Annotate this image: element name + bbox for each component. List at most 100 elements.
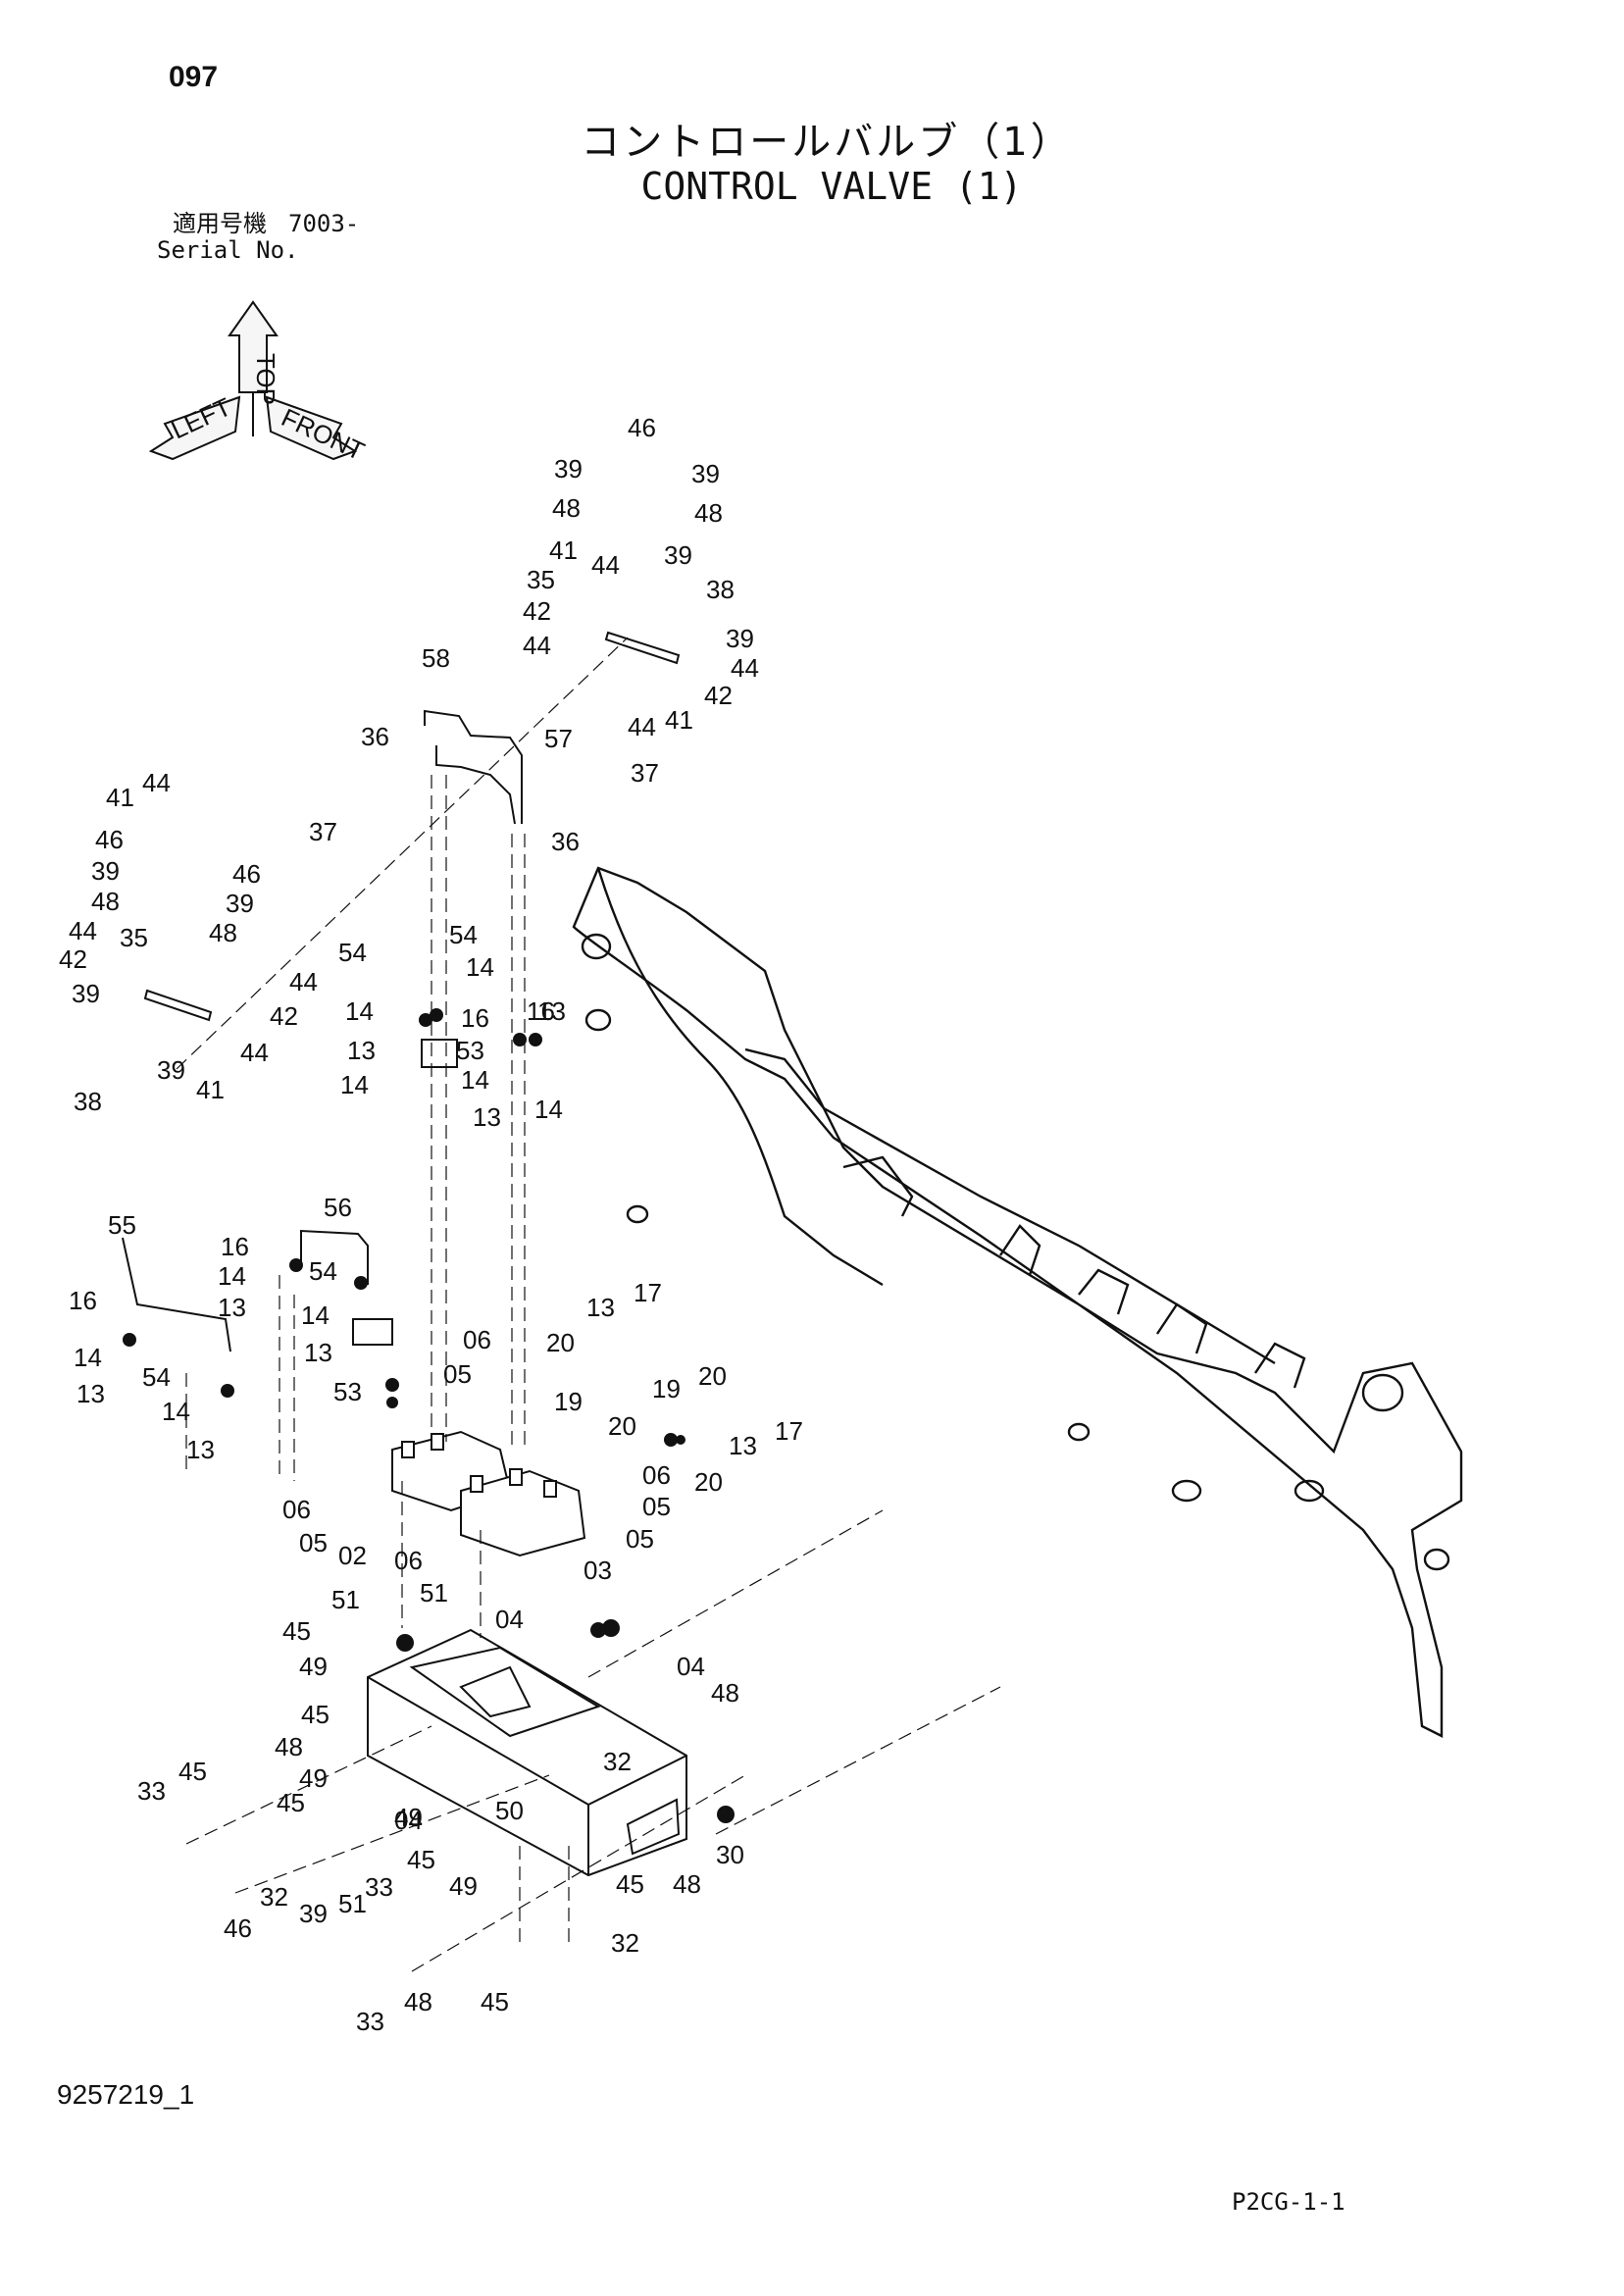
- callout-label: 16: [527, 996, 555, 1026]
- callout-label: 33: [137, 1776, 166, 1806]
- callout-label: 37: [631, 758, 659, 788]
- callout-label: 45: [481, 1987, 509, 2016]
- callout-label: 46: [224, 1913, 252, 1943]
- callout-label: 48: [275, 1732, 303, 1761]
- callout-label: 35: [120, 923, 148, 952]
- callout-label: 45: [282, 1616, 311, 1646]
- callout-label: 36: [361, 722, 389, 751]
- callout-label: 45: [277, 1788, 305, 1817]
- callout-label: 37: [309, 817, 337, 846]
- callout-label: 48: [404, 1987, 432, 2016]
- alignment-lines: [176, 637, 1001, 1972]
- callout-label: 39: [91, 856, 120, 886]
- orientation-icon: TOP FRONT LEFT: [148, 300, 369, 466]
- orientation-label-top: TOP: [251, 353, 280, 405]
- callout-label: 50: [495, 1796, 524, 1825]
- callout-label: 06: [282, 1495, 311, 1524]
- callout-label: 20: [608, 1411, 636, 1441]
- callout-label: 16: [69, 1286, 97, 1315]
- callout-label: 58: [422, 643, 450, 673]
- callout-label: 14: [345, 996, 374, 1026]
- valve-mounting-bracket: [367, 1628, 687, 1877]
- callout-label: 20: [698, 1361, 727, 1391]
- callout-label: 14: [534, 1095, 563, 1124]
- callout-label: 16: [221, 1232, 249, 1261]
- callout-label: 14: [162, 1397, 190, 1426]
- callout-label: 14: [461, 1065, 489, 1095]
- callout-label: 48: [673, 1869, 701, 1899]
- callout-label: 39: [72, 979, 100, 1008]
- callout-label: 32: [603, 1747, 632, 1776]
- callout-label: 42: [704, 681, 733, 710]
- callout-label: 30: [716, 1840, 744, 1869]
- callout-label: 38: [706, 575, 735, 604]
- callout-label: 14: [466, 952, 494, 982]
- callout-label: 42: [59, 944, 87, 974]
- callout-label: 05: [626, 1524, 654, 1554]
- callout-label: 53: [333, 1377, 362, 1406]
- callout-label: 54: [309, 1256, 337, 1286]
- page-number: 097: [169, 61, 219, 93]
- part-callouts: 46 39 39 48 48 41 44 39 35 38 42 39 44 4…: [59, 413, 803, 2036]
- callout-label: 13: [729, 1431, 757, 1460]
- callout-label: 17: [634, 1278, 662, 1307]
- callout-label: 44: [142, 768, 171, 797]
- callout-label: 44: [628, 712, 656, 741]
- callout-label: 41: [665, 705, 693, 735]
- callout-label: 45: [616, 1869, 644, 1899]
- callout-label: 48: [552, 493, 581, 523]
- callout-label: 54: [338, 938, 367, 967]
- callout-label: 48: [91, 887, 120, 916]
- callout-label: 04: [677, 1652, 705, 1681]
- document-id: 9257219_1: [57, 2079, 195, 2110]
- callout-label: 13: [186, 1435, 215, 1464]
- hardware-markers: [123, 1008, 735, 1823]
- callout-label: 20: [694, 1467, 723, 1497]
- callout-label: 19: [652, 1374, 681, 1403]
- serial-info: 適用号機 7003- Serial No.: [157, 211, 359, 264]
- serial-label-english: Serial No.: [157, 236, 299, 264]
- callout-label: 44: [523, 631, 551, 660]
- callout-label: 13: [218, 1293, 246, 1322]
- callout-label: 14: [74, 1343, 102, 1372]
- callout-label: 06: [642, 1460, 671, 1490]
- callout-label: 39: [664, 540, 692, 570]
- callout-label: 54: [142, 1362, 171, 1392]
- callout-label: 33: [365, 1872, 393, 1902]
- callout-label: 46: [95, 825, 124, 854]
- callout-label: 39: [726, 624, 754, 653]
- callout-label: 32: [611, 1928, 639, 1958]
- callout-label: 13: [586, 1293, 615, 1322]
- page-code: P2CG-1-1: [1232, 2188, 1345, 2216]
- callout-label: 36: [551, 827, 580, 856]
- callout-label: 48: [711, 1678, 739, 1708]
- callout-label: 13: [304, 1338, 332, 1367]
- callout-label: 19: [554, 1387, 583, 1416]
- callout-label: 45: [178, 1757, 207, 1786]
- callout-label: 45: [407, 1845, 435, 1874]
- callout-label: 20: [546, 1328, 575, 1357]
- callout-label: 41: [549, 536, 578, 565]
- callout-label: 41: [106, 783, 134, 812]
- callout-label: 39: [299, 1899, 328, 1928]
- callout-label: 41: [196, 1075, 225, 1104]
- callout-label: 56: [324, 1193, 352, 1222]
- callout-label: 04: [495, 1605, 524, 1634]
- callout-label: 45: [301, 1700, 330, 1729]
- callout-label: 51: [338, 1889, 367, 1918]
- callout-label: 44: [289, 967, 318, 996]
- diagram-title-english: CONTROL VALVE (1): [640, 165, 1023, 208]
- orientation-label-front: FRONT: [277, 402, 369, 466]
- callout-label: 06: [394, 1546, 423, 1575]
- callout-label: 13: [76, 1379, 105, 1408]
- callout-label: 49: [299, 1763, 328, 1793]
- callout-label: 39: [554, 454, 583, 484]
- callout-label: 46: [628, 413, 656, 442]
- serial-value: 7003-: [288, 210, 360, 237]
- callout-label: 49: [394, 1803, 423, 1832]
- boom-frame: [572, 866, 1463, 1738]
- callout-label: 05: [443, 1359, 472, 1389]
- callout-label: 44: [591, 550, 620, 580]
- serial-label-japanese: 適用号機: [173, 210, 267, 237]
- callout-label: 49: [449, 1871, 478, 1901]
